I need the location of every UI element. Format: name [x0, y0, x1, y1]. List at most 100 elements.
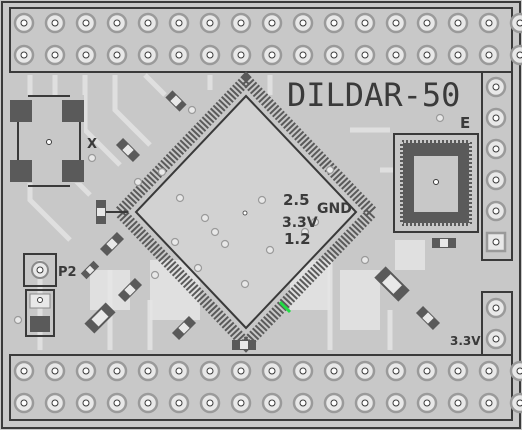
through-hole-pad-icon[interactable] — [261, 392, 283, 414]
through-hole-pad-icon[interactable] — [416, 360, 438, 382]
through-hole-pad-icon[interactable] — [137, 44, 159, 66]
through-hole-pad-icon[interactable] — [323, 44, 345, 66]
through-hole-pad-icon[interactable] — [106, 392, 128, 414]
through-hole-pad-icon[interactable] — [137, 392, 159, 414]
label-gnd: GND — [317, 201, 352, 217]
through-hole-pad-icon[interactable] — [75, 12, 97, 34]
through-hole-pad-icon[interactable] — [447, 392, 469, 414]
chip-center-dot — [242, 210, 248, 216]
through-hole-pad-icon[interactable] — [323, 12, 345, 34]
through-hole-pad-icon[interactable] — [509, 360, 522, 382]
through-hole-pad-icon[interactable] — [199, 392, 221, 414]
right-header-frame — [481, 71, 513, 261]
through-hole-pad-icon[interactable] — [385, 44, 407, 66]
through-hole-pad-icon[interactable] — [261, 44, 283, 66]
label-x: X — [87, 137, 97, 152]
through-hole-pad-icon[interactable] — [354, 360, 376, 382]
through-hole-pad-icon[interactable] — [485, 231, 507, 253]
through-hole-pad-icon[interactable] — [385, 392, 407, 414]
through-hole-pad-icon[interactable] — [485, 328, 507, 350]
jumper-p2[interactable] — [23, 253, 57, 337]
through-hole-pad-icon[interactable] — [292, 44, 314, 66]
through-hole-pad-icon[interactable] — [106, 360, 128, 382]
chip-highlight-lead — [278, 300, 292, 314]
through-hole-pad-icon[interactable] — [447, 44, 469, 66]
through-hole-pad-icon[interactable] — [416, 44, 438, 66]
through-hole-pad-icon[interactable] — [447, 12, 469, 34]
through-hole-pad-icon[interactable] — [230, 12, 252, 34]
through-hole-pad-icon[interactable] — [509, 392, 522, 414]
through-hole-pad-icon[interactable] — [137, 12, 159, 34]
through-hole-pad-icon[interactable] — [385, 12, 407, 34]
through-hole-pad-icon[interactable] — [199, 360, 221, 382]
through-hole-pad-icon[interactable] — [323, 392, 345, 414]
through-hole-pad-icon[interactable] — [485, 76, 507, 98]
bottom-header-frame — [9, 354, 513, 421]
through-hole-pad-icon[interactable] — [478, 392, 500, 414]
through-hole-pad-icon[interactable] — [168, 44, 190, 66]
through-hole-pad-icon[interactable] — [485, 138, 507, 160]
through-hole-pad-icon[interactable] — [485, 297, 507, 319]
through-hole-pad-icon[interactable] — [168, 360, 190, 382]
through-hole-pad-icon[interactable] — [509, 12, 522, 34]
through-hole-pad-icon[interactable] — [75, 44, 97, 66]
through-hole-pad-icon[interactable] — [13, 360, 35, 382]
through-hole-pad-icon[interactable] — [478, 360, 500, 382]
through-hole-pad-icon[interactable] — [485, 107, 507, 129]
through-hole-pad-icon[interactable] — [13, 392, 35, 414]
through-hole-pad-icon[interactable] — [75, 392, 97, 414]
crystal-component — [393, 133, 479, 233]
right-lower-header-frame — [481, 291, 513, 356]
through-hole-pad-icon[interactable] — [292, 360, 314, 382]
tactile-switch-icon[interactable] — [10, 95, 84, 187]
board-title: DILDAR-50 — [287, 76, 460, 114]
label-p2: P2 — [58, 265, 77, 280]
through-hole-pad-icon[interactable] — [75, 360, 97, 382]
through-hole-pad-icon[interactable] — [13, 12, 35, 34]
through-hole-pad-icon[interactable] — [199, 12, 221, 34]
through-hole-pad-icon[interactable] — [44, 392, 66, 414]
through-hole-pad-icon[interactable] — [168, 12, 190, 34]
through-hole-pad-icon[interactable] — [44, 44, 66, 66]
through-hole-pad-icon[interactable] — [416, 12, 438, 34]
through-hole-pad-icon[interactable] — [137, 360, 159, 382]
through-hole-pad-icon[interactable] — [292, 392, 314, 414]
label-e: E — [460, 114, 470, 132]
through-hole-pad-icon[interactable] — [230, 44, 252, 66]
through-hole-pad-icon[interactable] — [478, 44, 500, 66]
through-hole-pad-icon[interactable] — [385, 360, 407, 382]
through-hole-pad-icon[interactable] — [292, 12, 314, 34]
through-hole-pad-icon[interactable] — [106, 12, 128, 34]
through-hole-pad-icon[interactable] — [230, 392, 252, 414]
through-hole-pad-icon[interactable] — [106, 44, 128, 66]
through-hole-pad-icon[interactable] — [416, 392, 438, 414]
through-hole-pad-icon[interactable] — [447, 360, 469, 382]
label-2v5: 2.5 — [283, 191, 310, 209]
through-hole-pad-icon[interactable] — [354, 12, 376, 34]
through-hole-pad-icon[interactable] — [261, 360, 283, 382]
through-hole-pad-icon[interactable] — [230, 360, 252, 382]
through-hole-pad-icon[interactable] — [354, 44, 376, 66]
through-hole-pad-icon[interactable] — [168, 392, 190, 414]
smd-component-icon — [80, 90, 456, 350]
through-hole-pad-icon[interactable] — [323, 360, 345, 382]
through-hole-pad-icon[interactable] — [478, 12, 500, 34]
label-1v2: 1.2 — [284, 230, 311, 248]
through-hole-pad-icon[interactable] — [354, 392, 376, 414]
top-header-frame — [9, 7, 513, 73]
label-3v3-edge: 3.3V — [450, 334, 481, 348]
through-hole-pad-icon[interactable] — [485, 200, 507, 222]
through-hole-pad-icon[interactable] — [44, 12, 66, 34]
through-hole-pad-icon[interactable] — [509, 44, 522, 66]
through-hole-pad-icon[interactable] — [261, 12, 283, 34]
pin-group — [13, 12, 522, 414]
through-hole-pad-icon[interactable] — [485, 169, 507, 191]
background-blocks — [90, 240, 425, 330]
through-hole-pad-icon[interactable] — [199, 44, 221, 66]
through-hole-pad-icon[interactable] — [44, 360, 66, 382]
through-hole-pad-icon[interactable] — [13, 44, 35, 66]
label-3v3-core: 3.3V — [282, 215, 318, 231]
